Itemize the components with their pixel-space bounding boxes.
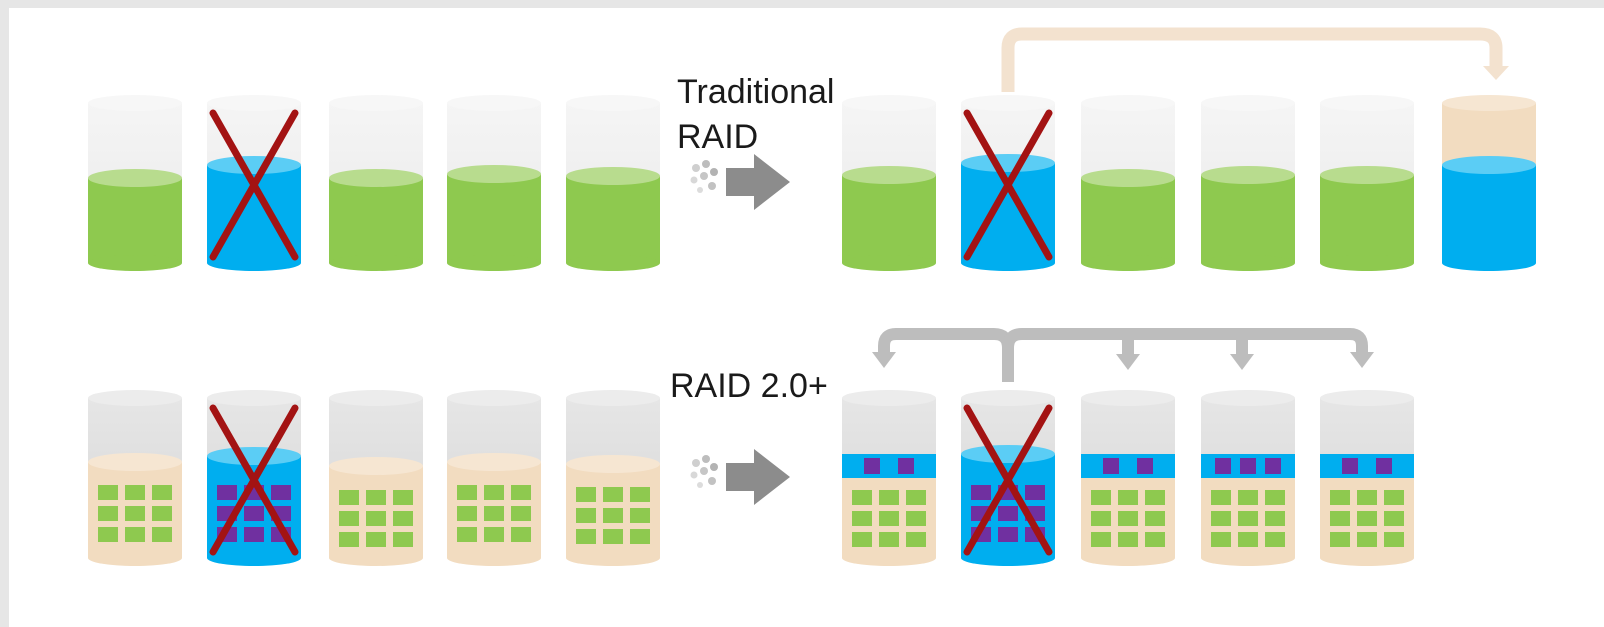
raid2-distributed-rebuild-arrows	[878, 328, 1368, 382]
raid2-disk-7-failed	[961, 390, 1055, 566]
traditional-disk-2-failed	[207, 95, 301, 271]
traditional-disk-5	[566, 95, 660, 271]
raid2-arrowheads	[872, 352, 1374, 370]
traditional-disk-8	[1081, 95, 1175, 271]
raid2-label: RAID 2.0+	[670, 367, 828, 405]
traditional-hot-spare-disk	[1442, 95, 1536, 271]
traditional-disk-10	[1320, 95, 1414, 271]
raid2-disk-10	[1320, 390, 1414, 566]
raid2-disk-4	[447, 390, 541, 566]
raid2-disk-1	[88, 390, 182, 566]
traditional-raid-label-line2: RAID	[677, 118, 758, 156]
failure-cross-icon	[963, 404, 1053, 556]
traditional-disk-4	[447, 95, 541, 271]
raid2-disk-9	[1201, 390, 1295, 566]
traditional-raid-row: Traditional RAID	[88, 27, 1536, 271]
traditional-disk-6	[842, 95, 936, 271]
raid2-disk-2-failed	[207, 390, 301, 566]
raid2-disk-5	[566, 390, 660, 566]
traditional-raid-label-line1: Traditional	[677, 73, 834, 111]
raid2-disk-3	[329, 390, 423, 566]
raid2-disk-6	[842, 390, 936, 566]
raid2-row: RAID 2.0+	[88, 328, 1414, 566]
failure-cross-icon	[209, 109, 299, 261]
failure-cross-icon	[209, 404, 299, 556]
failure-cross-icon	[963, 109, 1053, 261]
traditional-disk-3	[329, 95, 423, 271]
traditional-disk-1	[88, 95, 182, 271]
traditional-disk-7-failed	[961, 95, 1055, 271]
rebuild-arrow-icon	[690, 154, 790, 210]
raid2-disk-8	[1081, 390, 1175, 566]
traditional-rebuild-path-arrow	[1001, 27, 1509, 92]
traditional-disk-9	[1201, 95, 1295, 271]
rebuild-arrow-icon	[690, 449, 790, 505]
